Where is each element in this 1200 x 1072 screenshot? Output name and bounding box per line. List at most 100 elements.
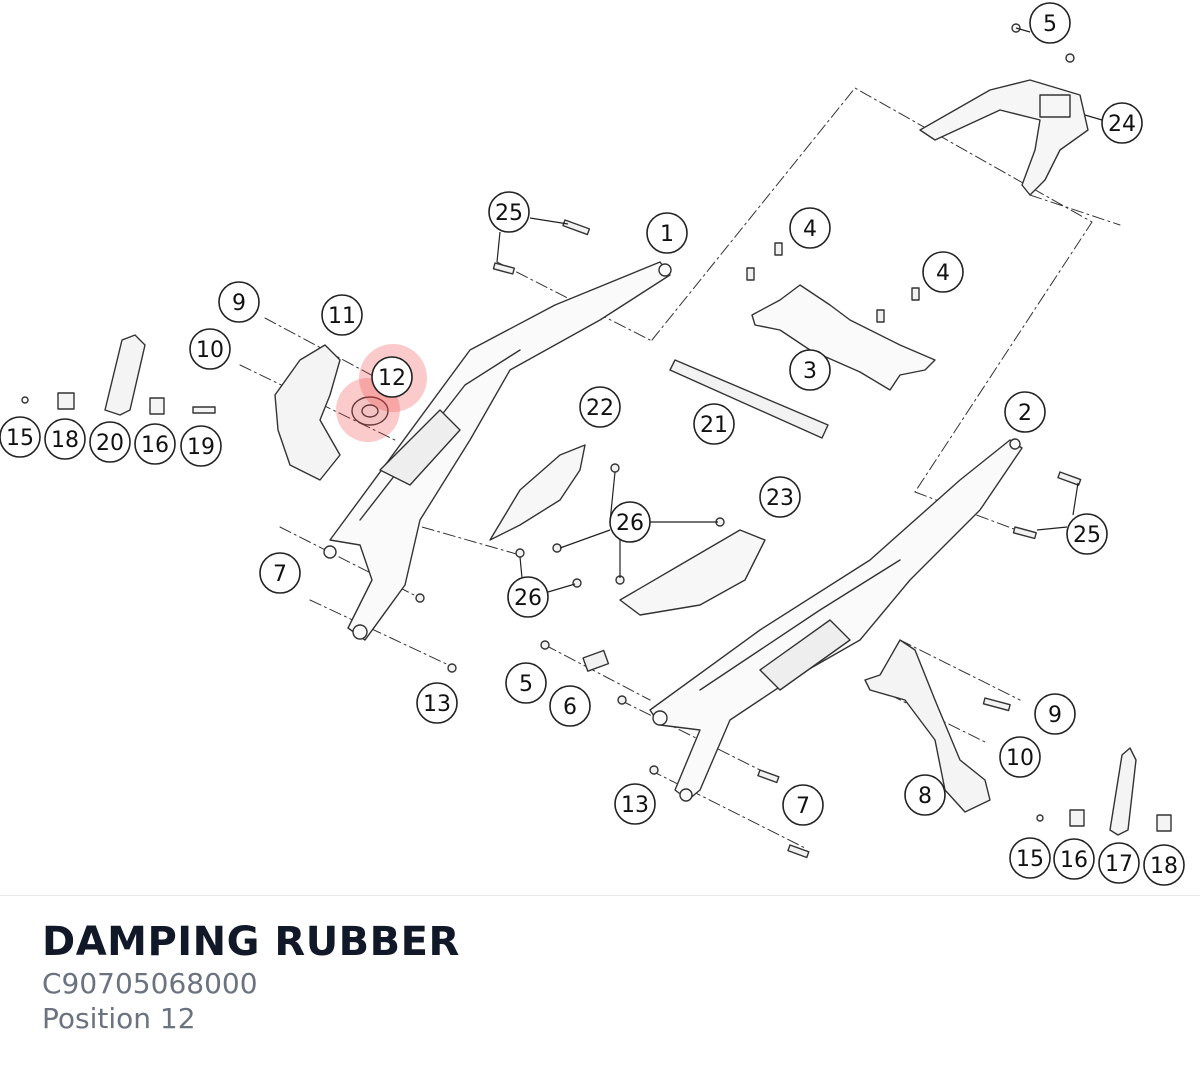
right-subframe-part-2 [649, 438, 1023, 802]
callout-26[interactable]: 26 [609, 501, 651, 543]
callout-25[interactable]: 25 [488, 191, 530, 233]
svg-text:16: 16 [141, 433, 169, 458]
footrest-bracket-part-11 [274, 344, 341, 481]
svg-text:9: 9 [1048, 703, 1062, 728]
svg-text:26: 26 [514, 586, 542, 611]
callout-26b[interactable]: 26 [507, 576, 549, 618]
part-18-right [1156, 814, 1172, 832]
nuts-part-26 [515, 463, 725, 588]
callout-7[interactable]: 7 [259, 552, 301, 594]
svg-text:10: 10 [196, 338, 224, 363]
callout-5[interactable]: 5 [1029, 2, 1071, 44]
svg-text:18: 18 [51, 428, 79, 453]
part-19-left [192, 406, 216, 414]
svg-text:5: 5 [1043, 12, 1057, 37]
svg-text:25: 25 [1073, 523, 1101, 548]
damping-rubber-part-12 [351, 396, 389, 426]
part-16-right [1069, 809, 1085, 827]
callout-12[interactable]: 12 [371, 356, 413, 398]
plate-part-3 [751, 284, 936, 391]
svg-text:18: 18 [1150, 854, 1178, 879]
svg-text:21: 21 [700, 413, 728, 438]
callout-10[interactable]: 10 [189, 328, 231, 370]
callout-13[interactable]: 13 [416, 682, 458, 724]
cover-part-22 [489, 444, 586, 541]
svg-text:13: 13 [423, 692, 451, 717]
svg-text:3: 3 [803, 359, 817, 384]
callout-16[interactable]: 16 [134, 423, 176, 465]
svg-text:26: 26 [616, 511, 644, 536]
callout-10b[interactable]: 10 [999, 736, 1041, 778]
callout-25b[interactable]: 25 [1066, 513, 1108, 555]
callout-22[interactable]: 22 [579, 386, 621, 428]
callout-1[interactable]: 1 [646, 212, 688, 254]
svg-text:5: 5 [519, 672, 533, 697]
svg-text:10: 10 [1006, 746, 1034, 771]
part-position: Position 12 [42, 1002, 196, 1035]
callout-3[interactable]: 3 [789, 349, 831, 391]
svg-text:12: 12 [378, 366, 406, 391]
footrest-bracket-part-8 [864, 639, 991, 813]
svg-text:8: 8 [918, 784, 932, 809]
rear-bracket-part-24 [919, 23, 1089, 196]
callout-15b[interactable]: 15 [1009, 837, 1051, 879]
callout-7b[interactable]: 7 [782, 784, 824, 826]
callout-9b[interactable]: 9 [1034, 693, 1076, 735]
exploded-parts-diagram: 1 2 3 4 4 5 5 6 7 7 8 9 9 10 10 11 12 13… [0, 2, 1185, 886]
callout-15[interactable]: 15 [0, 416, 41, 458]
callout-2[interactable]: 2 [1004, 391, 1046, 433]
callout-4b[interactable]: 4 [922, 251, 964, 293]
callout-16b[interactable]: 16 [1053, 838, 1095, 880]
svg-text:7: 7 [796, 794, 810, 819]
callout-19[interactable]: 19 [180, 425, 222, 467]
callout-11[interactable]: 11 [321, 294, 363, 336]
svg-text:19: 19 [187, 435, 215, 460]
svg-text:16: 16 [1060, 848, 1088, 873]
svg-text:2: 2 [1018, 401, 1032, 426]
callout-20[interactable]: 20 [89, 421, 131, 463]
svg-text:22: 22 [586, 396, 614, 421]
divider [0, 895, 1200, 896]
svg-text:24: 24 [1108, 112, 1136, 137]
svg-text:11: 11 [328, 304, 356, 329]
part-info-panel: DAMPING RUBBER C90705068000 Position 12 [42, 918, 460, 1036]
callout-13b[interactable]: 13 [614, 783, 656, 825]
callout-21[interactable]: 21 [693, 403, 735, 445]
callout-24[interactable]: 24 [1101, 102, 1143, 144]
callout-17[interactable]: 17 [1098, 842, 1140, 884]
svg-text:7: 7 [273, 562, 287, 587]
svg-text:15: 15 [6, 426, 34, 451]
part-16-left [149, 397, 165, 415]
svg-text:20: 20 [96, 431, 124, 456]
rail-part-21 [669, 359, 829, 439]
callout-5b[interactable]: 5 [505, 662, 547, 704]
callout-8[interactable]: 8 [904, 774, 946, 816]
part-name: DAMPING RUBBER [42, 919, 460, 965]
svg-text:23: 23 [766, 486, 794, 511]
leader-lines [496, 27, 1103, 593]
left-subframe-part-1 [323, 261, 672, 641]
svg-text:25: 25 [495, 201, 523, 226]
callout-6[interactable]: 6 [549, 685, 591, 727]
part-15-left [21, 396, 29, 404]
part-18-left [57, 392, 75, 410]
callout-23[interactable]: 23 [759, 476, 801, 518]
footpeg-part-20 [104, 334, 146, 416]
callout-18b[interactable]: 18 [1143, 844, 1185, 886]
part-15-right [1036, 814, 1044, 822]
callout-18[interactable]: 18 [44, 418, 86, 460]
screws-part-4 [746, 242, 920, 323]
svg-text:17: 17 [1105, 852, 1133, 877]
svg-text:13: 13 [621, 793, 649, 818]
cover-part-23 [619, 529, 766, 616]
footpeg-part-17 [1109, 747, 1137, 836]
callout-9[interactable]: 9 [218, 281, 260, 323]
svg-text:1: 1 [660, 222, 674, 247]
part-number: C90705068000 [42, 967, 258, 1000]
svg-text:15: 15 [1016, 847, 1044, 872]
svg-text:4: 4 [803, 217, 817, 242]
svg-text:6: 6 [563, 695, 577, 720]
callout-4[interactable]: 4 [789, 207, 831, 249]
svg-text:9: 9 [232, 291, 246, 316]
svg-text:4: 4 [936, 261, 950, 286]
